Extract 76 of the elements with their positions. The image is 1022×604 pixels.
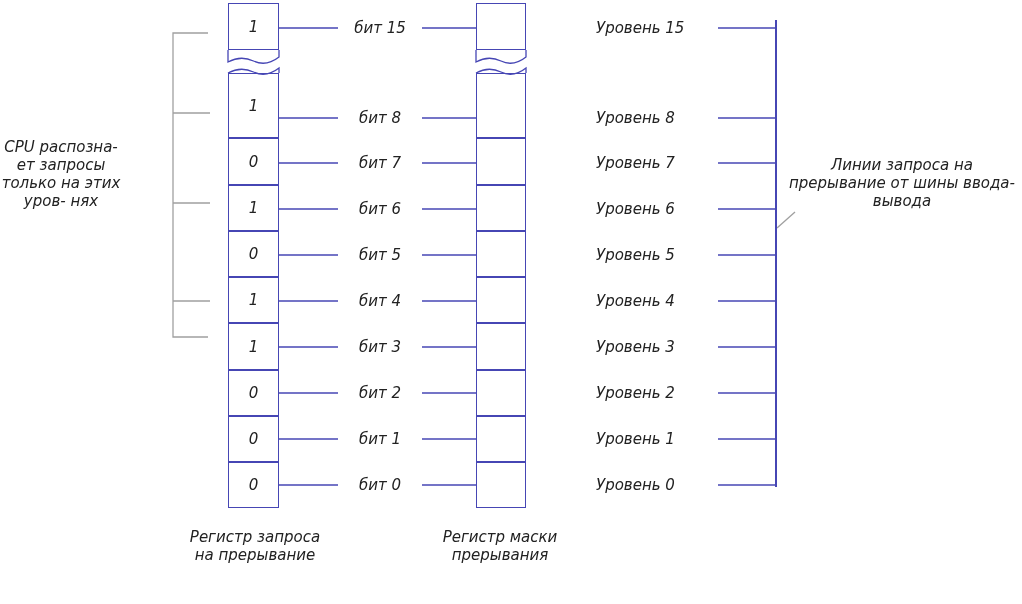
level-label: Уровень 1 [596, 428, 718, 450]
bit-label: бит 7 [338, 152, 422, 174]
mask-register-cell [476, 462, 526, 508]
level-label: Уровень 4 [596, 290, 718, 312]
register-cell: 1 [228, 3, 279, 50]
connector-line [278, 484, 339, 486]
connector-line [717, 27, 776, 29]
level-label: Уровень 8 [596, 107, 718, 129]
connector-line [717, 392, 776, 394]
connector-line [278, 27, 339, 29]
connector-line [717, 300, 776, 302]
bit-label: бит 2 [338, 382, 422, 404]
connector-line [776, 211, 796, 229]
level-label: Уровень 15 [596, 17, 718, 39]
connector-line [421, 117, 477, 119]
annotation-text: CPU распозна- ет запросы только на этих уров- нях [0, 138, 122, 210]
connector-line [421, 346, 477, 348]
mask-register-cell [476, 370, 526, 416]
bit-label: бит 0 [338, 474, 422, 496]
connector-line [278, 346, 339, 348]
register-caption: Регистр маски прерывания [441, 528, 559, 564]
mask-register-cell [476, 323, 526, 370]
register-cell: 1 [228, 323, 279, 370]
connector-line [421, 208, 477, 210]
mask-register-cell [476, 138, 526, 185]
connector-line [278, 208, 339, 210]
connector-line [278, 438, 339, 440]
bit-label: бит 3 [338, 336, 422, 358]
bit-label: бит 6 [338, 198, 422, 220]
connector-line [278, 300, 339, 302]
connector-line [421, 27, 477, 29]
bit-label: бит 5 [338, 244, 422, 266]
level-label: Уровень 5 [596, 244, 718, 266]
connector-line [421, 162, 477, 164]
connector-line [421, 392, 477, 394]
connector-line [278, 117, 339, 119]
register-cell: 0 [228, 231, 279, 277]
connector-line [278, 162, 339, 164]
register-caption: Регистр запроса на прерывание [188, 528, 322, 564]
connector-line [717, 162, 776, 164]
connector-line [278, 392, 339, 394]
level-label: Уровень 3 [596, 336, 718, 358]
register-cell: 1 [228, 185, 279, 231]
register-cell: 1 [228, 277, 279, 323]
connector-line [421, 254, 477, 256]
connector-line [717, 346, 776, 348]
connector-line [717, 438, 776, 440]
connector-line [717, 484, 776, 486]
mask-register-cell [476, 3, 526, 50]
bit-label: бит 15 [338, 17, 422, 39]
connector-line [717, 254, 776, 256]
mask-register-cell [476, 416, 526, 462]
connector-line [421, 484, 477, 486]
register-cell: 0 [228, 138, 279, 185]
register-cell: 0 [228, 416, 279, 462]
connector-line [717, 117, 776, 119]
bit-label: бит 4 [338, 290, 422, 312]
connector-line [421, 438, 477, 440]
bus-line [775, 20, 777, 487]
connector-line [421, 300, 477, 302]
connector-line [278, 254, 339, 256]
mask-register-cell [476, 73, 526, 138]
annotation-text: Линии запроса на прерывание от шины ввода-вывода [785, 150, 1019, 216]
bit-label: бит 8 [338, 107, 422, 129]
level-label: Уровень 2 [596, 382, 718, 404]
register-cell: 0 [228, 370, 279, 416]
level-label: Уровень 0 [596, 474, 718, 496]
bit-label: бит 1 [338, 428, 422, 450]
mask-register-cell [476, 185, 526, 231]
mask-register-cell [476, 277, 526, 323]
connector-line [717, 208, 776, 210]
register-cell: 1 [228, 73, 279, 138]
level-label: Уровень 6 [596, 198, 718, 220]
level-label: Уровень 7 [596, 152, 718, 174]
register-cell: 0 [228, 462, 279, 508]
mask-register-cell [476, 231, 526, 277]
